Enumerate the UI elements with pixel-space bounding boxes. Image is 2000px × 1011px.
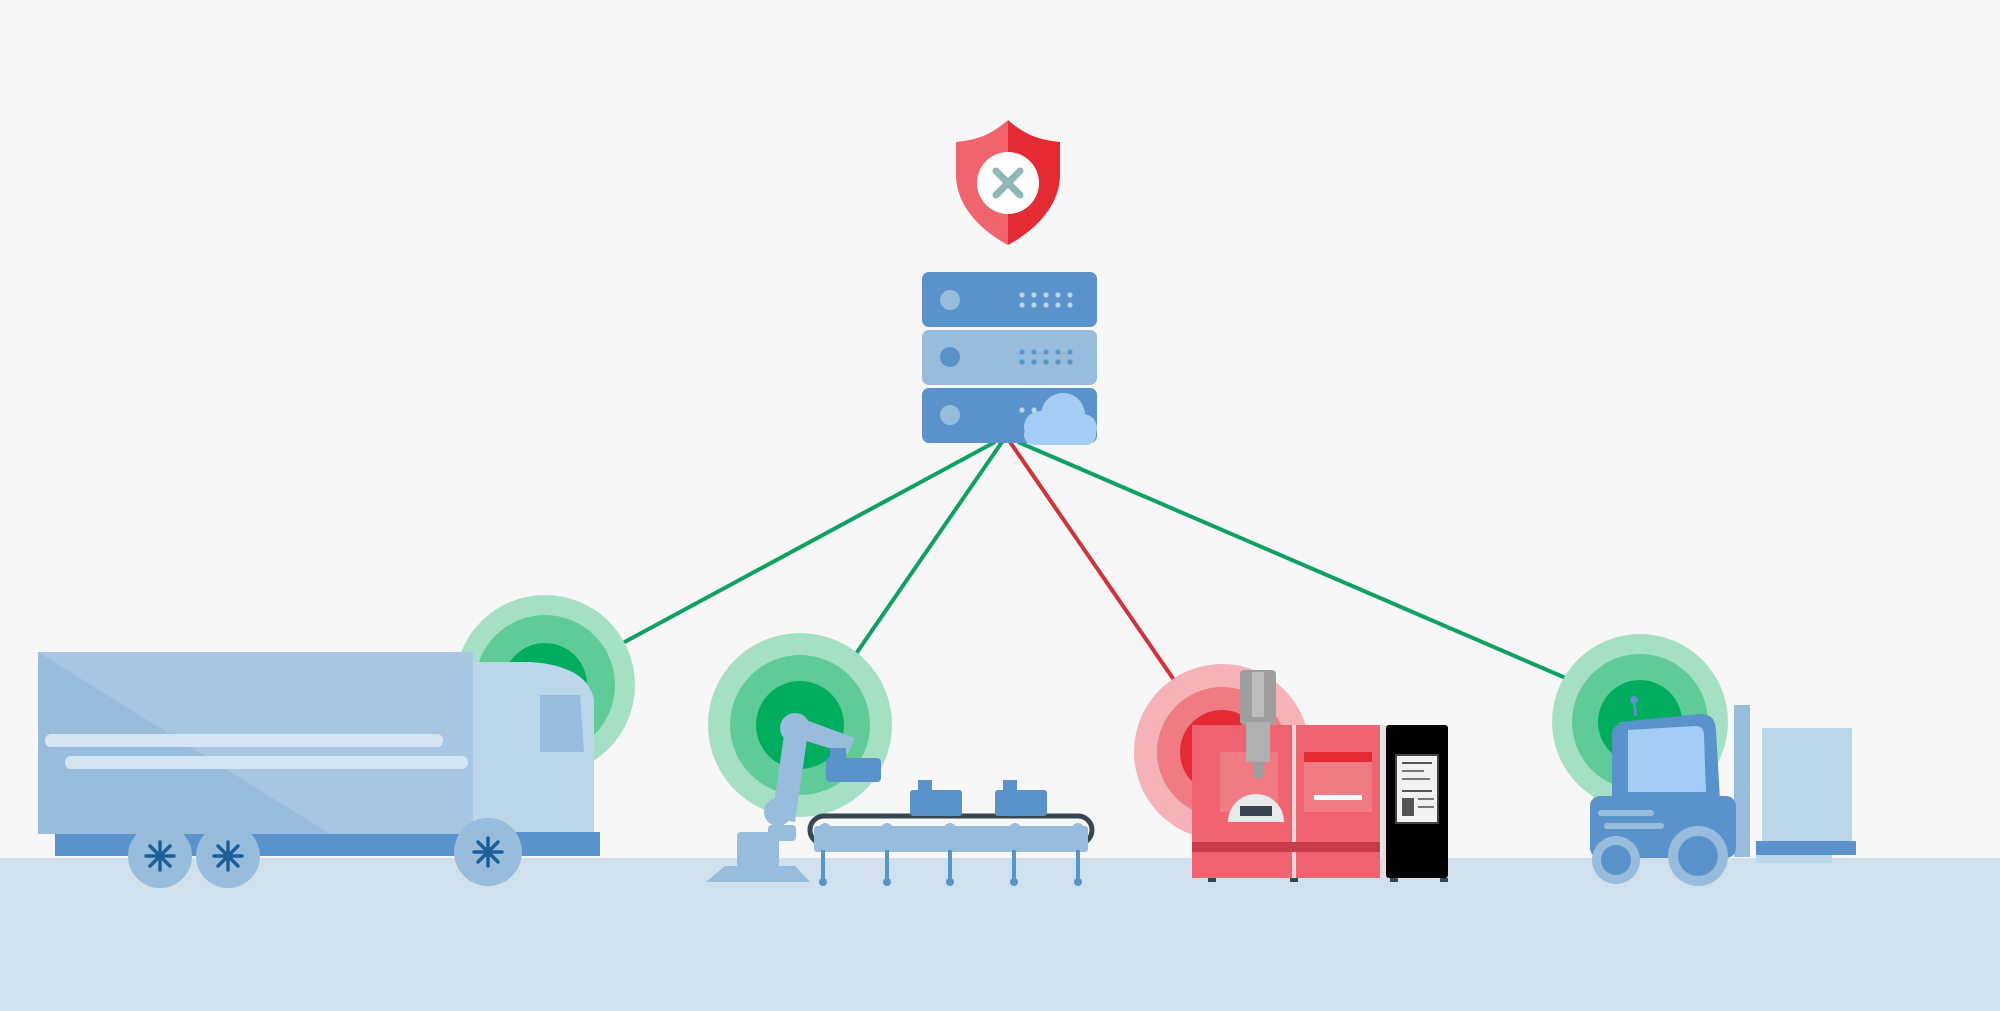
server-unit-1 [922, 272, 1097, 327]
server-unit-2 [922, 330, 1097, 385]
cnc-machine-icon [1192, 670, 1448, 882]
floor [0, 858, 2000, 1011]
truck-icon [38, 652, 600, 888]
forklift-icon [1590, 696, 1856, 886]
robot-arm-icon [706, 713, 881, 882]
cloud-icon [1024, 393, 1097, 445]
conveyor-box [995, 780, 1047, 816]
shield-x-icon [956, 120, 1060, 245]
link-forklift [1017, 440, 1641, 712]
server-rack-icon [922, 272, 1097, 445]
conveyor-belt [807, 780, 1095, 886]
connection-lines [544, 440, 1641, 737]
conveyor-box [910, 780, 962, 816]
forklift-cargo [1762, 728, 1852, 841]
